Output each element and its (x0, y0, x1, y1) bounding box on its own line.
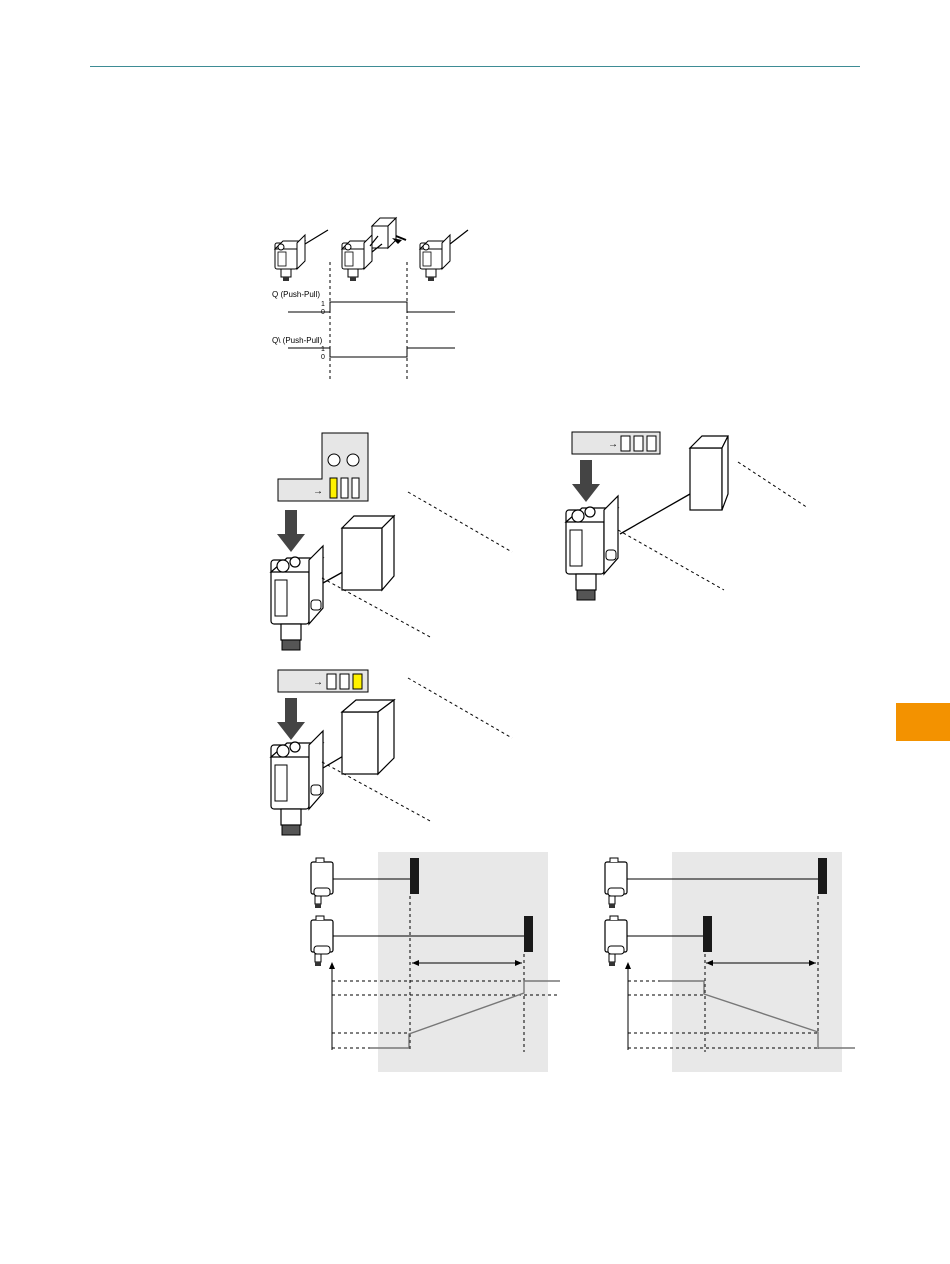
signal-qbar-label: Q\ (Push-Pull) (272, 336, 323, 345)
bar-indicator (341, 478, 348, 498)
sensor-icon-side (311, 916, 333, 966)
panel-led-2 (347, 454, 359, 466)
sensor-icon-side (605, 916, 627, 966)
panel-arrow: → (313, 486, 323, 497)
bar-indicator (634, 436, 643, 451)
signal-q-label: Q (Push-Pull) (272, 290, 320, 299)
panel-arrow: → (608, 439, 618, 450)
bar-indicator-highlighted (330, 478, 337, 498)
panel-led-1 (328, 454, 340, 466)
object-box (372, 218, 396, 248)
sensor-icon-side (311, 858, 333, 908)
signal-qbar-waveform (288, 348, 455, 357)
object-box-3 (342, 700, 394, 774)
sensor-large-2 (566, 496, 618, 600)
qbar-level-low: 0 (321, 354, 325, 361)
light-beam-1 (305, 230, 328, 244)
sensor-large-1 (271, 546, 323, 650)
target-far (524, 916, 533, 952)
target-far (818, 858, 827, 894)
sensor-icon-side (605, 858, 627, 908)
teach-step-1: → (271, 433, 512, 650)
detection-range-line (738, 462, 808, 508)
teach-step-2: → (566, 432, 808, 600)
characteristic-diagram-right (605, 852, 855, 1072)
object-box-2 (690, 436, 728, 510)
teach-step-3: → (271, 670, 512, 835)
bar-indicator (621, 436, 630, 451)
panel-arrow: → (313, 677, 323, 688)
signal-q-waveform (288, 302, 455, 312)
press-arrow-1 (277, 510, 305, 552)
bar-indicator (352, 478, 359, 498)
operating-range-area (378, 852, 548, 1072)
target-near (410, 858, 419, 894)
characteristic-diagram-left (311, 852, 560, 1072)
timing-diagram: Q (Push-Pull) 1 0 Q\ (Push-Pull) 1 0 (272, 218, 468, 382)
sensor-icon-1 (275, 235, 305, 281)
light-beam (620, 494, 690, 534)
operating-range-area (672, 852, 842, 1072)
press-arrow-2 (572, 460, 600, 502)
bar-indicator (340, 674, 349, 689)
bar-indicator-highlighted (353, 674, 362, 689)
target-near (703, 916, 712, 952)
sensor-large-3 (271, 731, 323, 835)
bar-indicator (647, 436, 656, 451)
q-level-high: 1 (321, 301, 325, 308)
light-beam-3 (450, 230, 468, 244)
object-box-1 (342, 516, 394, 590)
detection-range-line (618, 530, 724, 590)
sensor-icon-3 (420, 235, 450, 281)
sensor-icon-2 (342, 235, 372, 281)
bar-indicator (327, 674, 336, 689)
detection-range-line (408, 678, 512, 738)
qbar-level-high: 1 (321, 346, 325, 353)
detection-range-line (408, 492, 512, 552)
press-arrow-3 (277, 698, 305, 740)
